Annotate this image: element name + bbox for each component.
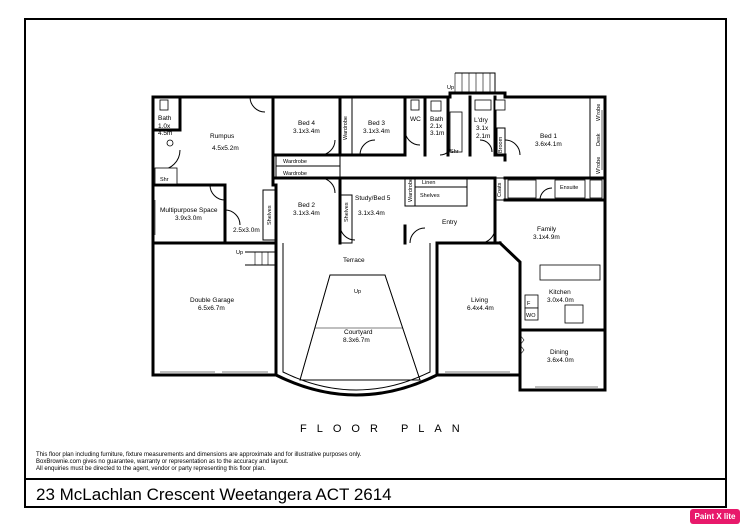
room-labels: Bath 1.0x 4.5m Rumpus 4.5x5.2m Bed 4 3.1… bbox=[158, 85, 602, 364]
ensuite-label: Ensuite bbox=[560, 185, 578, 191]
plan-frame bbox=[24, 18, 727, 508]
desk-label: Desk bbox=[596, 133, 602, 146]
room-bath2-dims: 2.1x bbox=[430, 123, 443, 130]
room-bath2-name: Bath bbox=[430, 116, 444, 123]
room-living-dims: 6.4x4.4m bbox=[467, 305, 494, 312]
room-bed3-name: Bed 3 bbox=[368, 120, 385, 127]
room-courtyard-name: Courtyard bbox=[344, 329, 373, 336]
room-family-name: Family bbox=[537, 226, 557, 233]
shelves-label-study: Shelves bbox=[344, 202, 350, 222]
wall-oven-label: WO bbox=[526, 313, 536, 319]
room-bed4-name: Bed 4 bbox=[298, 120, 315, 127]
courtyard-steps bbox=[299, 274, 421, 381]
room-study-dims: 3.1x3.4m bbox=[358, 210, 385, 217]
room-bath1-name: Bath bbox=[158, 115, 172, 122]
shelves-label-store: Shelves bbox=[267, 205, 273, 225]
disclaimer-line: BoxBrownie.com gives no guarantee, warra… bbox=[36, 459, 289, 465]
entry-label: Entry bbox=[442, 219, 458, 226]
shr-label-1: Shr bbox=[160, 177, 169, 183]
room-ldry-dims2: 2.1m bbox=[476, 133, 490, 140]
broom-label: Broom bbox=[498, 136, 504, 153]
room-study-name: Study/Bed 5 bbox=[355, 195, 391, 202]
room-rumpus-name: Rumpus bbox=[210, 133, 235, 140]
property-address: 23 McLachlan Crescent Weetangera ACT 261… bbox=[36, 485, 392, 504]
shelves-label-entry: Shelves bbox=[420, 193, 440, 199]
up-label-top: Up bbox=[447, 85, 454, 91]
doors bbox=[159, 96, 553, 244]
disclaimer: This floor plan including furniture, fix… bbox=[36, 452, 361, 473]
room-family-dims: 3.1x4.9m bbox=[533, 234, 560, 241]
room-rumpus-dims: 4.5x5.2m bbox=[212, 145, 239, 152]
brand-badge: Paint X lite bbox=[690, 509, 740, 524]
wardrobe-label-2: Wardrobe bbox=[283, 171, 307, 177]
exterior-walls bbox=[151, 91, 607, 392]
room-dining-name: Dining bbox=[550, 349, 569, 356]
coats-label: Coats bbox=[497, 182, 503, 197]
room-bath2-dims2: 3.1m bbox=[430, 130, 444, 137]
fixtures bbox=[154, 96, 606, 370]
room-bed4-dims: 3.1x3.4m bbox=[293, 128, 320, 135]
room-multi-name: Multipurpose Space bbox=[160, 207, 218, 214]
room-living-name: Living bbox=[471, 297, 488, 304]
room-garage-name: Double Garage bbox=[190, 297, 234, 304]
linen-label: Linen bbox=[422, 180, 435, 186]
room-bath1-dims: 1.0x bbox=[158, 123, 171, 130]
interior-walls bbox=[151, 95, 607, 377]
address-divider bbox=[24, 478, 727, 480]
room-store-dims: 2.5x3.0m bbox=[233, 227, 260, 234]
room-ldry-dims: 3.1x bbox=[476, 125, 489, 132]
wardrobe-label-bed3: Wardrobe bbox=[343, 116, 349, 140]
wardrobe-label-entry: Wardrobe bbox=[408, 178, 414, 202]
up-label-garage: Up bbox=[236, 250, 243, 256]
room-bed2-dims: 3.1x3.4m bbox=[293, 210, 320, 217]
up-label-courtyard: Up bbox=[354, 289, 361, 295]
shr-label-2: Shr bbox=[450, 149, 459, 155]
wc-label: WC bbox=[410, 116, 421, 123]
stairs-top bbox=[454, 72, 496, 93]
room-bath1-dims2: 4.5m bbox=[158, 130, 172, 137]
robe-label-2: W'robe bbox=[596, 157, 602, 174]
wardrobe-label-1: Wardrobe bbox=[283, 159, 307, 165]
stairs-garage bbox=[245, 251, 276, 266]
courtyard-curve bbox=[274, 241, 439, 397]
room-multi-dims: 3.9x3.0m bbox=[175, 215, 202, 222]
room-kitchen-name: Kitchen bbox=[549, 289, 571, 296]
room-dining-dims: 3.6x4.0m bbox=[547, 357, 574, 364]
room-bed1-dims: 3.6x4.1m bbox=[535, 141, 562, 148]
fridge-label: F bbox=[527, 301, 531, 307]
disclaimer-line: This floor plan including furniture, fix… bbox=[36, 452, 362, 458]
room-kitchen-dims: 3.0x4.0m bbox=[547, 297, 574, 304]
windows bbox=[154, 110, 603, 388]
room-bed1-name: Bed 1 bbox=[540, 133, 557, 140]
room-bed3-dims: 3.1x3.4m bbox=[363, 128, 390, 135]
room-garage-dims: 6.5x6.7m bbox=[198, 305, 225, 312]
plan-caption: FLOOR PLAN bbox=[300, 423, 470, 435]
room-courtyard-dims: 8.3x6.7m bbox=[343, 337, 370, 344]
room-ldry-name: L'dry bbox=[474, 117, 489, 124]
robe-label-1: W'robe bbox=[596, 104, 602, 121]
disclaimer-line: All enquiries must be directed to the ag… bbox=[36, 466, 266, 472]
terrace-label: Terrace bbox=[343, 257, 365, 264]
room-bed2-name: Bed 2 bbox=[298, 202, 315, 209]
